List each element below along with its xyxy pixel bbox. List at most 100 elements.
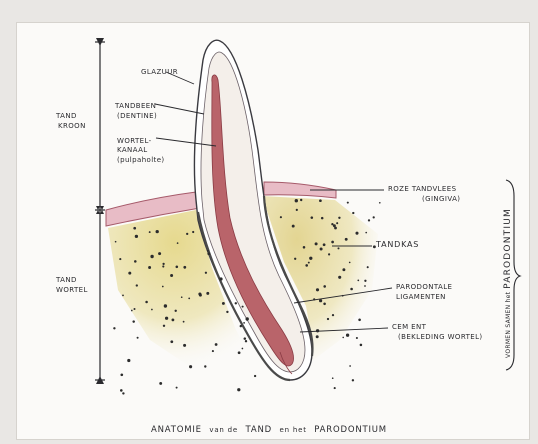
bone-dot — [176, 266, 179, 269]
bone-dot — [175, 310, 177, 312]
bone-dot — [162, 286, 164, 288]
caption-part-5: PARODONTIUM — [314, 425, 387, 435]
bone-dot — [212, 350, 214, 352]
bone-dot — [149, 231, 151, 233]
bone-dot — [379, 202, 381, 204]
side-label-big: PARODONTIUM — [503, 208, 513, 289]
bone-dot — [238, 351, 241, 354]
bone-dot — [134, 260, 137, 263]
bone-dot — [206, 292, 209, 295]
bone-dot — [183, 321, 185, 323]
bone-dot — [120, 389, 123, 392]
label-tand-wortel-1: TAND — [56, 276, 77, 284]
bone-dot — [315, 242, 318, 245]
bone-dot — [294, 258, 296, 260]
bone-dot — [254, 375, 256, 377]
bone-dot — [323, 243, 326, 246]
bone-dot — [122, 392, 124, 394]
bone-dot — [334, 227, 337, 230]
bone-dot — [321, 217, 324, 220]
bone-dot — [364, 285, 366, 287]
bone-dot — [204, 365, 206, 367]
bone-dot — [334, 387, 336, 389]
bone-dot — [311, 216, 314, 219]
bone-dot — [342, 268, 345, 271]
bone-dot — [338, 276, 341, 279]
bone-dot — [319, 299, 322, 302]
bone-dot — [188, 297, 190, 299]
label-ligamenten: LIGAMENTEN — [396, 293, 446, 301]
bone-dot — [165, 317, 168, 320]
bone-dot — [122, 295, 124, 297]
bone-dot — [183, 266, 186, 269]
bone-dot — [192, 231, 194, 233]
bone-dot — [308, 262, 310, 264]
bone-dot — [358, 319, 361, 322]
bone-dot — [316, 288, 319, 291]
bone-dot — [367, 266, 369, 268]
bone-dot — [345, 238, 348, 241]
bone-dot — [150, 255, 153, 258]
bone-dot — [347, 202, 349, 204]
side-label-parodontium: VORMEN SAMEN het PARODONTIUM — [503, 183, 513, 383]
bone-dot — [243, 322, 245, 324]
bone-dot — [215, 343, 218, 346]
label-tandkas: TANDKAS — [376, 241, 419, 249]
bone-dot — [207, 252, 210, 255]
bone-dot — [135, 235, 138, 238]
bone-dot — [316, 335, 319, 338]
bone-dot — [189, 365, 192, 368]
bone-dot — [368, 219, 370, 221]
bone-dot — [133, 227, 136, 230]
bone-dot — [151, 309, 153, 311]
bone-dot — [365, 232, 367, 234]
bone-dot — [127, 359, 130, 362]
bone-dot — [352, 379, 354, 381]
bone-dot — [235, 302, 237, 304]
label-tand-kroon-2: KROON — [58, 122, 86, 130]
label-glazuur: GLAZUUR — [141, 68, 178, 76]
bone-dot — [320, 248, 323, 251]
bone-dot — [207, 250, 209, 252]
bone-dot — [342, 337, 344, 339]
bone-dot — [148, 266, 151, 269]
bone-dot — [172, 319, 175, 322]
bone-dot — [349, 365, 351, 367]
bone-dot — [292, 225, 295, 228]
label-gingiva: (GINGIVA) — [422, 195, 460, 203]
bone-dot — [115, 241, 117, 243]
bone-dot — [332, 314, 334, 316]
bone-dot — [373, 216, 375, 218]
bone-dot — [133, 308, 135, 310]
bone-dot — [332, 377, 334, 379]
bone-dot — [352, 212, 354, 214]
label-wortelkanaal-2: KANAAL — [117, 146, 148, 154]
bone-dot — [296, 209, 298, 211]
label-tandbeen: TANDBEEN — [115, 102, 156, 110]
bone-dot — [162, 263, 164, 265]
bone-dot — [323, 285, 326, 288]
bone-dot — [177, 242, 179, 244]
bone-dot — [131, 310, 133, 312]
bone-dot — [357, 280, 359, 282]
caption-part-4: en het — [280, 426, 307, 434]
dimension-bar — [95, 42, 105, 380]
bone-dot — [245, 340, 247, 342]
bone-dot — [113, 327, 115, 329]
bone-dot — [355, 232, 358, 235]
bone-dot — [242, 348, 244, 350]
label-wortelkanaal-3: (pulpaholte) — [117, 156, 165, 164]
bone-dot — [246, 317, 249, 320]
bone-dot — [136, 284, 138, 286]
bone-dot — [121, 374, 123, 376]
bone-dot — [145, 301, 148, 304]
side-label-small: VORMEN SAMEN het — [505, 292, 512, 358]
bone-dot — [242, 306, 244, 308]
bone-dot — [336, 222, 338, 224]
bone-dot — [337, 247, 339, 249]
bone-dot — [183, 344, 186, 347]
bone-dot — [222, 302, 225, 305]
bone-dot — [170, 274, 173, 277]
